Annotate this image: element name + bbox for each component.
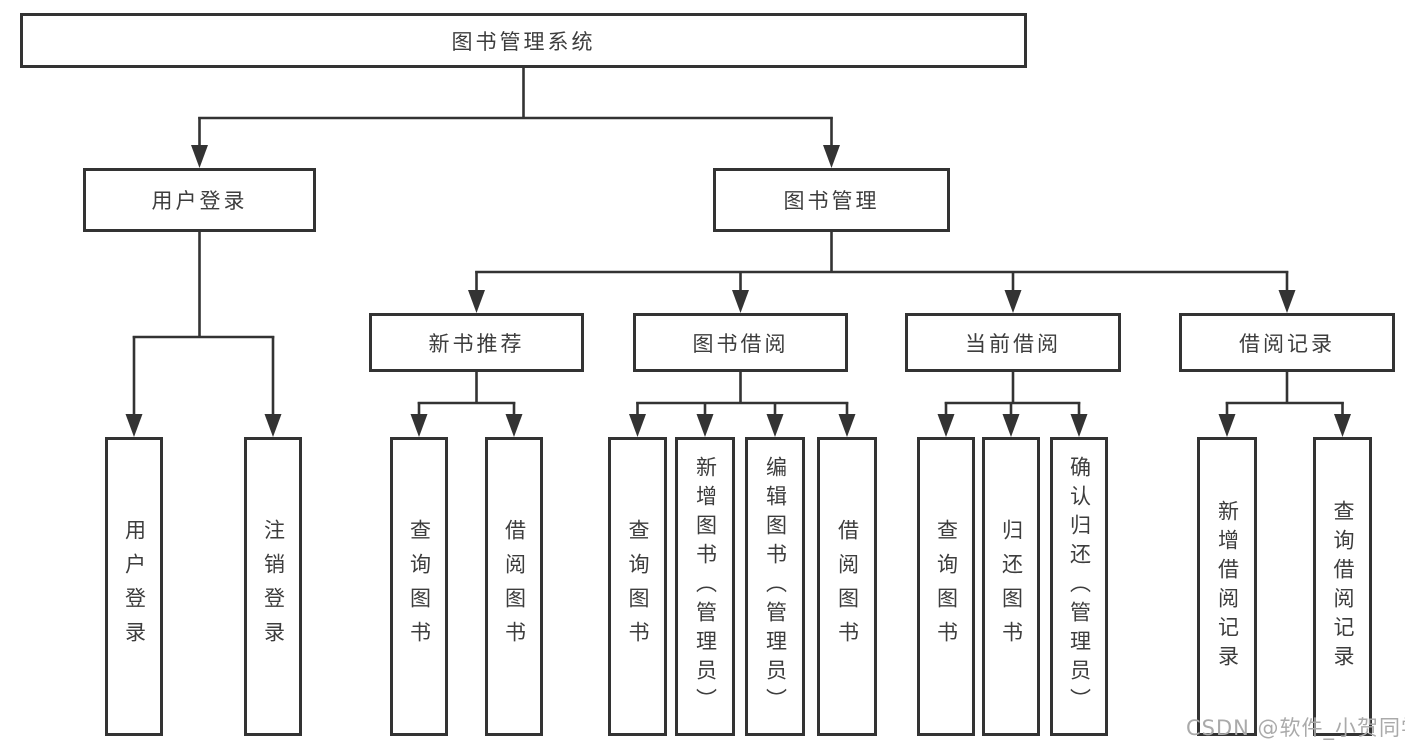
arrow-head-icon <box>823 145 840 168</box>
node-records-add: 新增借阅记录 <box>1197 437 1257 736</box>
arrow-head-icon <box>125 414 143 437</box>
node-label-borrow-lend: 借阅图书 <box>835 518 860 655</box>
node-leaf-user-login: 用户登录 <box>105 437 163 736</box>
node-current-return: 归还图书 <box>982 437 1040 736</box>
node-label-rec: 新书推荐 <box>428 331 525 356</box>
node-label-current-query: 查询图书 <box>934 518 959 655</box>
node-current: 当前借阅 <box>905 313 1121 372</box>
node-leaf-logout: 注销登录 <box>244 437 302 736</box>
arrow-head-icon <box>1070 414 1088 437</box>
node-mgmt: 图书管理 <box>713 168 950 232</box>
node-records-query: 查询借阅记录 <box>1313 437 1372 736</box>
arrow-head-icon <box>264 414 282 437</box>
node-label-current-return: 归还图书 <box>999 518 1024 655</box>
node-borrow: 图书借阅 <box>633 313 848 372</box>
node-borrow-lend: 借阅图书 <box>817 437 877 736</box>
node-label-current: 当前借阅 <box>965 331 1061 356</box>
arrow-head-icon <box>1278 290 1296 313</box>
arrow-head-icon <box>505 414 523 437</box>
csdn-watermark: CSDN @软件_小贺同学 <box>1186 716 1405 740</box>
node-borrow-query: 查询图书 <box>608 437 667 736</box>
node-label-mgmt: 图书管理 <box>783 189 880 213</box>
node-label-leaf-user-login: 用户登录 <box>122 518 147 655</box>
node-current-confirm: 确认归还（管理员） <box>1050 437 1108 736</box>
arrow-head-icon <box>696 414 714 437</box>
node-label-leaf-logout: 注销登录 <box>261 518 286 655</box>
node-label-borrow-add: 新增图书（管理员） <box>693 456 718 717</box>
node-root: 图书管理系统 <box>20 13 1027 68</box>
node-label-records-add: 新增借阅记录 <box>1215 499 1240 674</box>
arrow-head-icon <box>468 290 485 313</box>
arrow-head-icon <box>1218 414 1236 437</box>
arrow-head-icon <box>629 414 646 437</box>
node-borrow-add: 新增图书（管理员） <box>675 437 735 736</box>
node-label-rec-query: 查询图书 <box>407 518 432 655</box>
node-borrow-edit: 编辑图书（管理员） <box>745 437 805 736</box>
arrow-head-icon <box>937 414 955 437</box>
node-label-borrow-query: 查询图书 <box>626 518 650 655</box>
node-label-current-confirm: 确认归还（管理员） <box>1067 456 1092 717</box>
arrow-head-icon <box>732 290 749 313</box>
node-label-borrow: 图书借阅 <box>692 331 789 356</box>
node-rec-borrow: 借阅图书 <box>485 437 543 736</box>
arrow-head-icon <box>191 145 208 168</box>
arrow-head-icon <box>838 414 856 437</box>
node-current-query: 查询图书 <box>917 437 975 736</box>
arrow-head-icon <box>1004 290 1022 313</box>
node-records: 借阅记录 <box>1179 313 1395 372</box>
node-label-login: 用户登录 <box>151 189 248 213</box>
node-label-records-query: 查询借阅记录 <box>1331 499 1355 674</box>
arrow-head-icon <box>410 414 428 437</box>
node-label-rec-borrow: 借阅图书 <box>502 518 527 655</box>
node-label-borrow-edit: 编辑图书（管理员） <box>763 456 788 717</box>
arrow-head-icon <box>1002 414 1020 437</box>
arrow-head-icon <box>766 414 784 437</box>
node-label-records: 借阅记录 <box>1239 331 1335 356</box>
node-rec: 新书推荐 <box>369 313 584 372</box>
node-rec-query: 查询图书 <box>390 437 448 736</box>
node-label-root: 图书管理系统 <box>451 29 596 54</box>
node-login: 用户登录 <box>83 168 316 232</box>
arrow-head-icon <box>1334 414 1351 437</box>
